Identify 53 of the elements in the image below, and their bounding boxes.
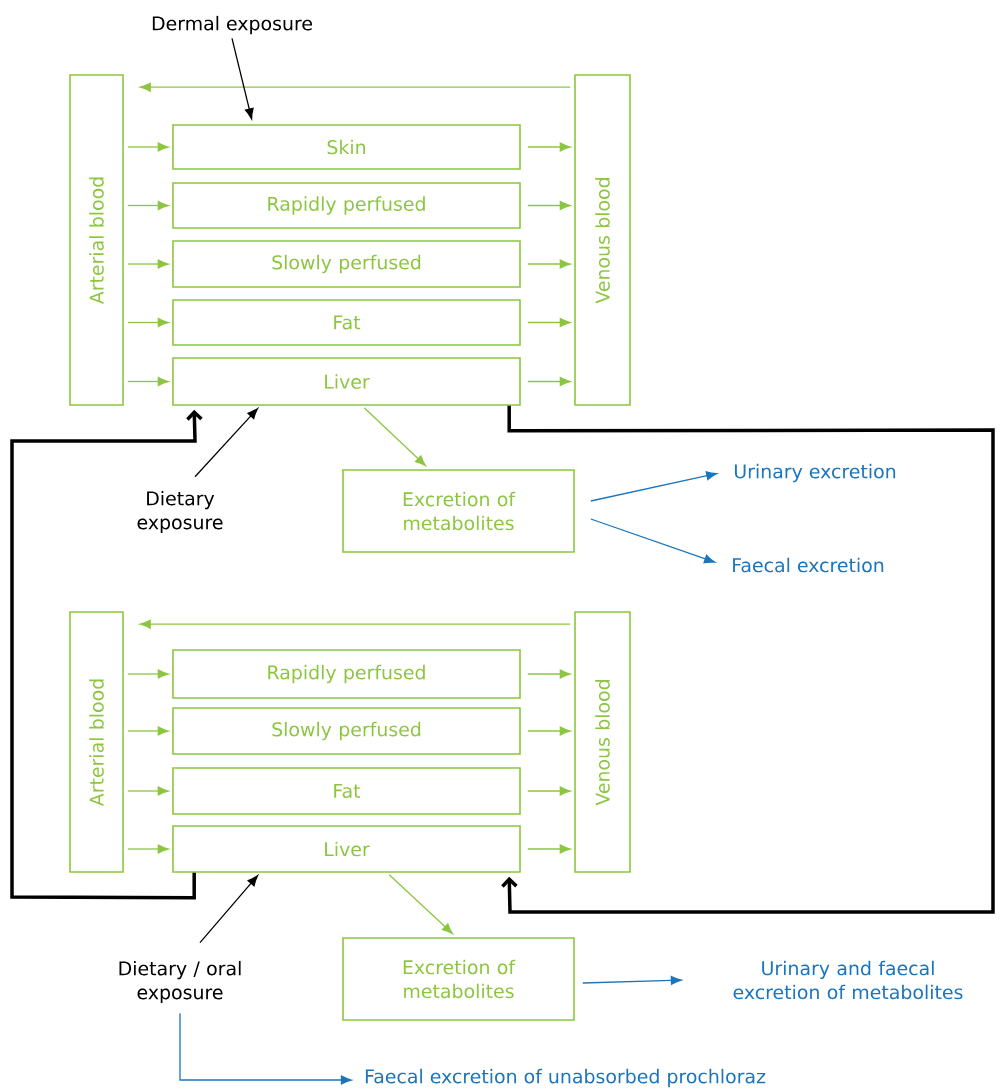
arrow xyxy=(10,409,203,900)
tissue-compartment-box: Skin xyxy=(172,124,521,170)
arrow xyxy=(127,142,169,152)
arrow xyxy=(527,142,571,152)
excretion-box: Excretion of metabolites xyxy=(342,937,575,1021)
arrow xyxy=(527,786,571,796)
arrow xyxy=(139,82,571,92)
exposure-label: Dietary exposure xyxy=(137,490,223,534)
exposure-label: Dermal exposure xyxy=(152,15,312,35)
exposure-label: Dietary / oral exposure xyxy=(119,960,241,1004)
arrow xyxy=(527,669,571,679)
tissue-compartment-box: Rapidly perfused xyxy=(172,649,521,699)
arrow xyxy=(590,471,718,502)
tissue-compartment-box: Liver xyxy=(172,357,521,406)
excretion-box: Excretion of metabolites xyxy=(342,469,575,553)
tissue-compartment-box: Fat xyxy=(172,767,521,815)
tissue-compartment-box: Fat xyxy=(172,299,521,346)
arrow xyxy=(388,874,453,935)
excretion-label: Urinary and faecal excretion of metabolites xyxy=(733,960,963,1000)
arrow xyxy=(127,377,169,386)
arrow xyxy=(127,201,169,210)
arrow xyxy=(527,201,571,210)
blood-compartment-box: Arterial blood xyxy=(69,611,124,873)
arrow xyxy=(501,405,995,914)
arrow xyxy=(127,318,169,327)
arrow xyxy=(194,408,259,478)
arrow xyxy=(199,875,259,944)
arrow xyxy=(127,259,169,269)
arrow xyxy=(527,259,571,269)
arrow xyxy=(527,844,571,854)
tissue-compartment-box: Slowly perfused xyxy=(172,707,521,755)
blood-compartment-box: Arterial blood xyxy=(69,74,124,406)
arrow xyxy=(527,726,571,736)
excretion-label: Urinary excretion xyxy=(734,463,896,483)
arrow xyxy=(590,518,716,564)
arrow xyxy=(139,619,571,629)
arrow xyxy=(179,1012,352,1085)
arrow xyxy=(127,786,169,796)
arrow xyxy=(127,669,169,679)
arrow xyxy=(127,726,169,736)
arrow xyxy=(363,407,426,467)
blood-compartment-box: Venous blood xyxy=(574,74,631,406)
blood-compartment-box: Venous blood xyxy=(574,611,631,873)
arrow xyxy=(231,37,254,120)
excretion-label: Faecal excretion xyxy=(733,557,884,573)
tissue-compartment-box: Rapidly perfused xyxy=(172,182,521,229)
arrow xyxy=(582,975,682,985)
arrow xyxy=(527,318,571,327)
arrow xyxy=(527,377,571,386)
tissue-compartment-box: Liver xyxy=(172,825,521,873)
excretion-label: Faecal excretion of unabsorbed prochloraz xyxy=(365,1068,766,1088)
arrow xyxy=(127,844,169,854)
tissue-compartment-box: Slowly perfused xyxy=(172,240,521,288)
